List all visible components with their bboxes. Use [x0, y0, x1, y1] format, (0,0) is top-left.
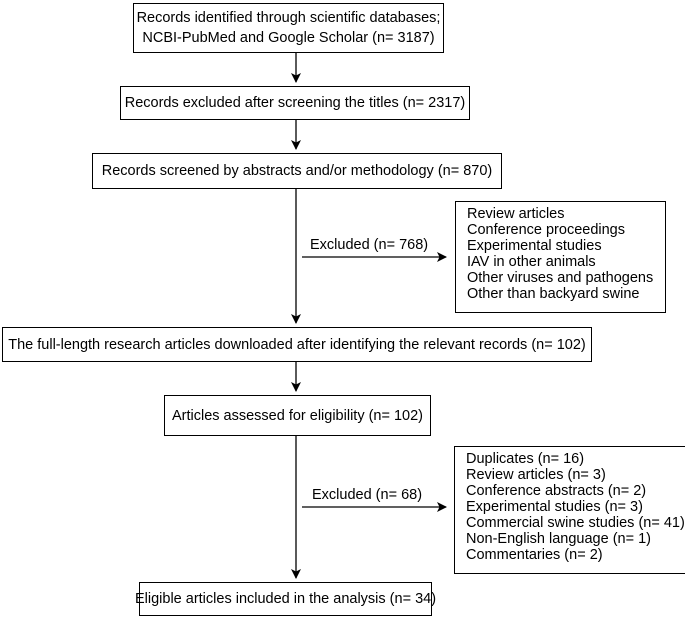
first-exclusion-reason: Other viruses and pathogens — [467, 270, 654, 286]
first-exclusion-reason: IAV in other animals — [467, 254, 596, 270]
records-screened-box: Records screened by abstracts and/or met… — [92, 153, 502, 189]
first-exclusion-reason: Review articles — [467, 206, 565, 222]
second-exclusion-reason: Non-English language (n= 1) — [466, 531, 651, 547]
second-excluded-label: Excluded (n= 68) — [312, 487, 423, 503]
first-exclusion-reasons-box: Review articles Conference proceedings E… — [455, 201, 666, 313]
second-exclusion-reason: Experimental studies (n= 3) — [466, 499, 643, 515]
first-excluded-label: Excluded (n= 768) — [310, 237, 429, 253]
second-exclusion-reasons-box: Duplicates (n= 16) Review articles (n= 3… — [454, 446, 685, 574]
eligible-articles-text: Eligible articles included in the analys… — [134, 591, 437, 607]
records-identified-line2: NCBI-PubMed and Google Scholar (n= 3187) — [142, 30, 435, 46]
records-screened-text: Records screened by abstracts and/or met… — [101, 163, 493, 179]
second-exclusion-reason: Commentaries (n= 2) — [466, 547, 603, 563]
first-exclusion-reason: Other than backyard swine — [467, 286, 640, 302]
assessed-eligibility-text: Articles assessed for eligibility (n= 10… — [171, 407, 424, 424]
second-exclusion-reason: Duplicates (n= 16) — [466, 451, 585, 467]
eligible-articles-box: Eligible articles included in the analys… — [135, 582, 436, 616]
first-exclusion-reason: Conference proceedings — [467, 222, 625, 238]
second-exclusion-reason: Review articles (n= 3) — [466, 467, 606, 483]
second-exclusion-reason: Commercial swine studies (n= 41) — [466, 515, 685, 531]
records-excluded-titles-text: Records excluded after screening the tit… — [124, 95, 466, 111]
first-exclusion-reason: Experimental studies — [467, 238, 602, 254]
assessed-eligibility-box: Articles assessed for eligibility (n= 10… — [164, 395, 431, 436]
full-length-articles-text: The full-length research articles downlo… — [8, 336, 586, 353]
records-excluded-titles-box: Records excluded after screening the tit… — [120, 86, 470, 120]
records-identified-box: Records identified through scientific da… — [133, 3, 444, 53]
records-identified-line1: Records identified through scientific da… — [136, 10, 441, 26]
second-exclusion-reason: Conference abstracts (n= 2) — [466, 483, 647, 499]
full-length-articles-box: The full-length research articles downlo… — [2, 327, 592, 362]
